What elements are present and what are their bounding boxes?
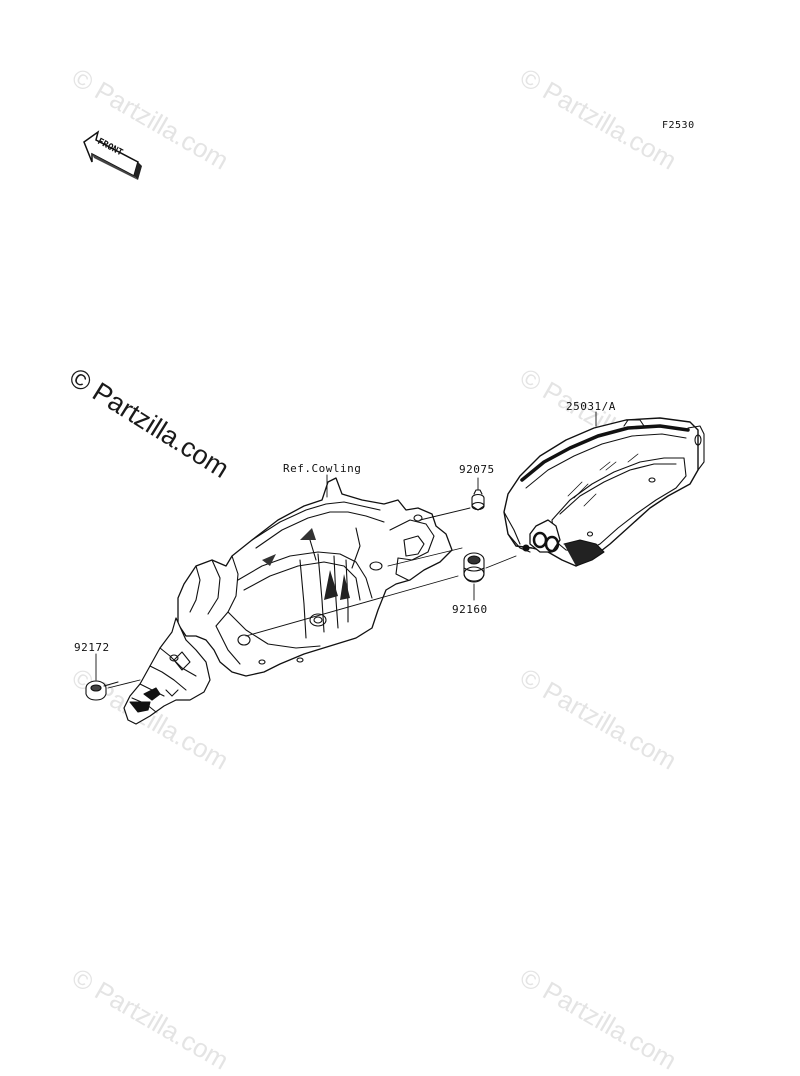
screw-92172 [85,680,119,701]
parts-drawing [85,411,705,725]
diagram-code: F2530 [662,120,695,131]
label-ref-cowling: Ref.Cowling [283,462,362,475]
label-part-25031a: 25031/A [566,400,616,413]
diagram-canvas: © Partzilla.com © Partzilla.com © Partzi… [64,62,705,1076]
label-part-92075: 92075 [459,463,495,476]
lower-stay [123,617,211,725]
bolt-92075 [471,489,485,511]
meter-bracket [177,477,453,677]
meter-assembly [503,417,705,567]
label-part-92160: 92160 [452,603,488,616]
front-arrow-icon: FRONT [83,130,142,180]
label-part-92172: 92172 [74,641,110,654]
grommet-92160 [463,552,485,583]
